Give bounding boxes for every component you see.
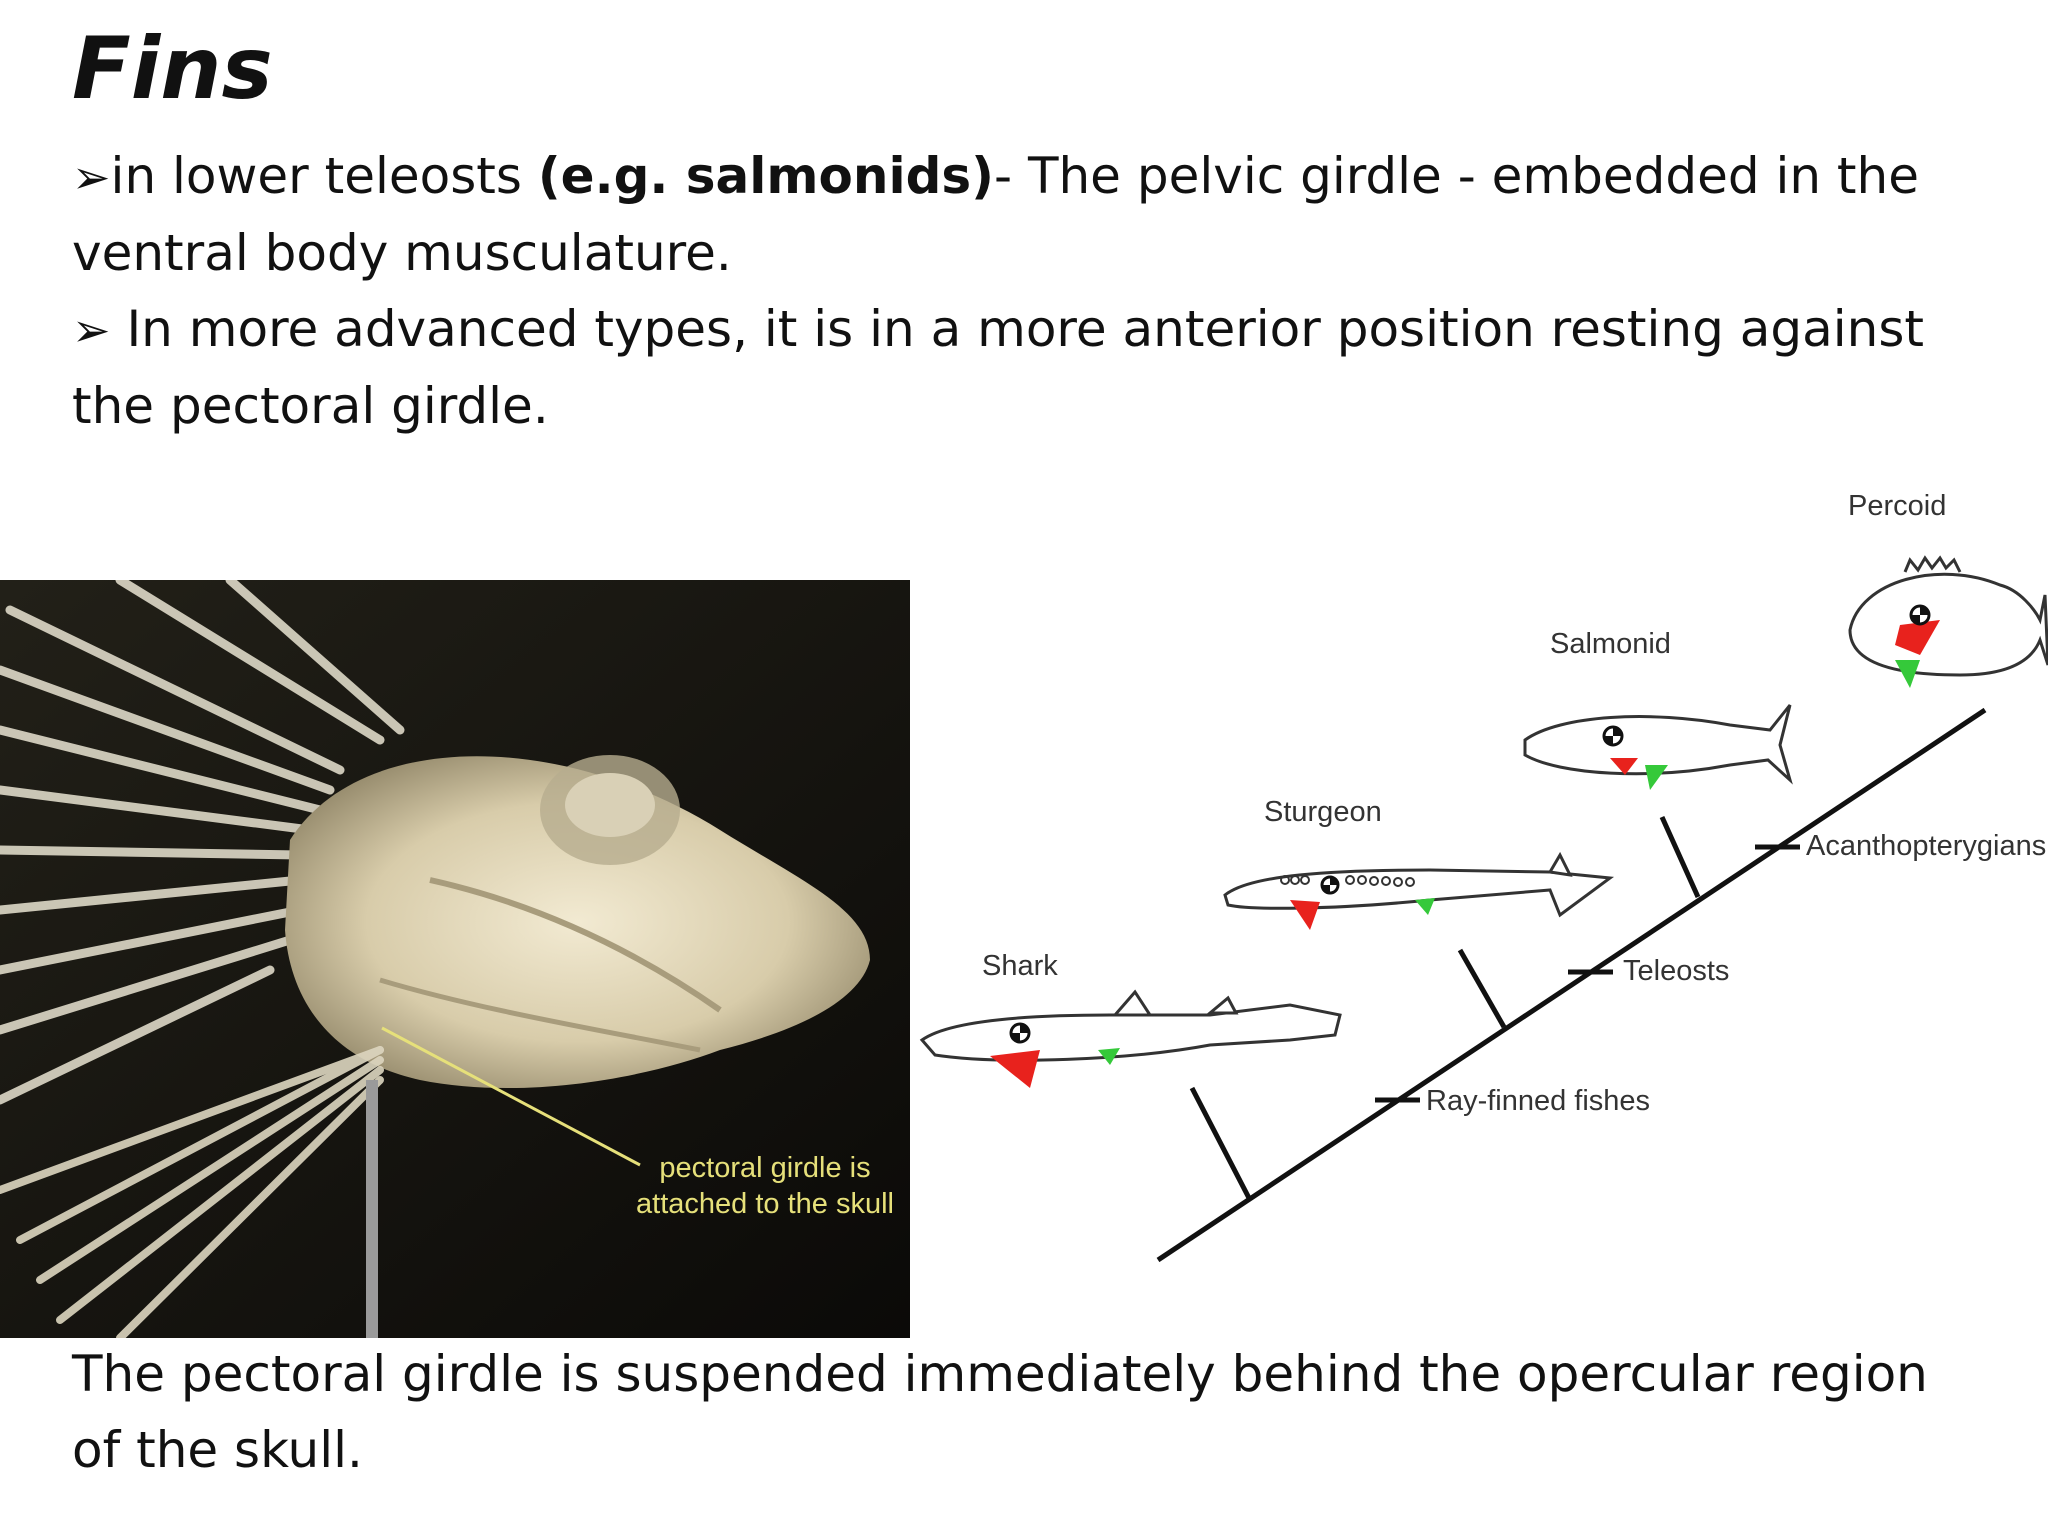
fish-skeleton-illustration bbox=[0, 580, 910, 1338]
percoid-icon bbox=[1848, 555, 2048, 688]
salmonid-icon bbox=[1523, 704, 1793, 790]
bullet-text: in lower teleosts bbox=[110, 147, 538, 205]
tree-axis bbox=[1156, 707, 1987, 1263]
label-percoid: Percoid bbox=[1848, 490, 1947, 522]
shark-icon bbox=[919, 989, 1342, 1088]
phylogeny-tree bbox=[919, 555, 2048, 1263]
bullet-item-lower-teleosts: ➢in lower teleosts (e.g. salmonids)- The… bbox=[72, 138, 1952, 291]
arrow-bullet-icon: ➢ bbox=[72, 150, 111, 204]
bullet-text: - The pelvic girdle - embedded in the ve… bbox=[72, 147, 1919, 282]
label-shark: Shark bbox=[982, 950, 1058, 982]
photo-caption: pectoral girdle is attached to the skull bbox=[636, 1152, 894, 1220]
sturgeon-icon bbox=[1223, 851, 1615, 930]
label-sturgeon: Sturgeon bbox=[1264, 796, 1382, 828]
bullet-bold-text: (e.g. salmonids) bbox=[537, 147, 995, 205]
bullet-list: ➢in lower teleosts (e.g. salmonids)- The… bbox=[72, 138, 1952, 444]
label-teleosts: Teleosts bbox=[1623, 955, 1730, 987]
bullet-text: In more advanced types, it is in a more … bbox=[72, 300, 1924, 435]
branch-shark bbox=[1189, 1086, 1253, 1202]
label-acanthopterygians: Acanthopterygians bbox=[1806, 830, 2047, 862]
footer-text: The pectoral girdle is suspended immedia… bbox=[72, 1345, 1928, 1479]
phylogeny-diagram: Percoid Salmonid Sturgeon Shark Acanthop… bbox=[910, 460, 2048, 1340]
slide-title: Fins bbox=[72, 19, 273, 119]
branch-salmonid bbox=[1659, 815, 1701, 899]
branch-sturgeon bbox=[1457, 948, 1507, 1029]
caption-pointer-line bbox=[381, 1026, 641, 1167]
fish-skeleton-photo bbox=[0, 580, 910, 1338]
arrow-bullet-icon: ➢ bbox=[72, 303, 111, 357]
bullet-item-advanced-types: ➢ In more advanced types, it is in a mor… bbox=[72, 291, 1952, 444]
label-ray-finned-fishes: Ray-finned fishes bbox=[1426, 1085, 1651, 1117]
label-salmonid: Salmonid bbox=[1550, 628, 1671, 660]
